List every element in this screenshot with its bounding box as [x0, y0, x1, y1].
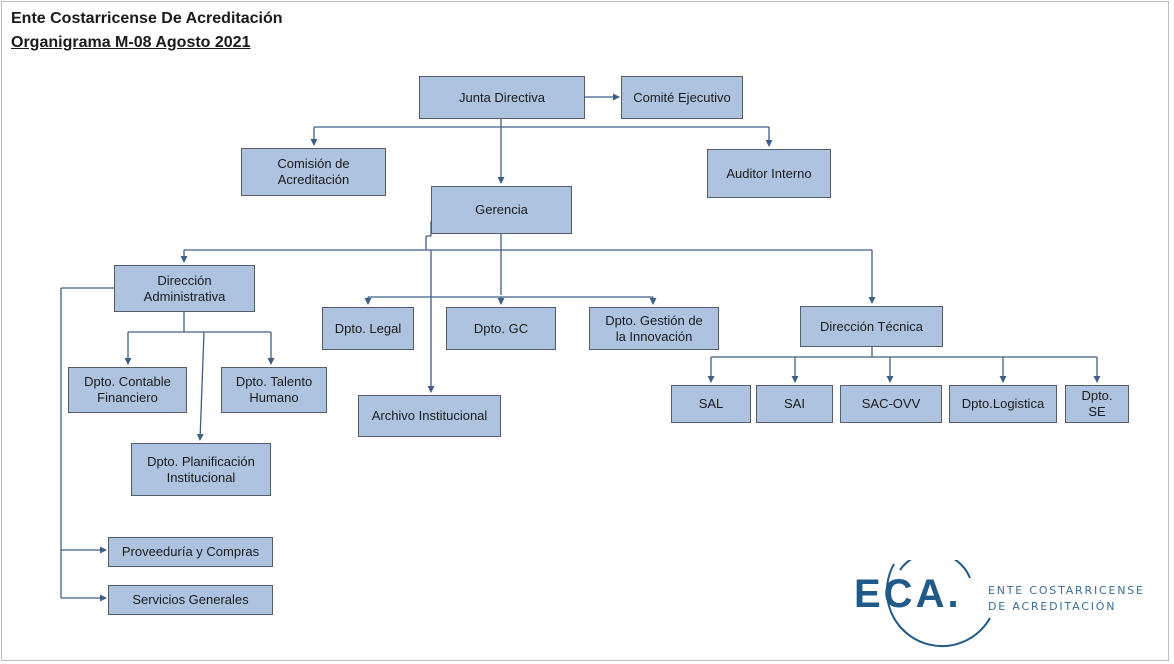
box-comision-acreditacion: Comisión de Acreditación [241, 148, 386, 196]
box-auditor-interno: Auditor Interno [707, 149, 831, 198]
box-sal: SAL [671, 385, 751, 423]
box-dpto-planificacion-institucional: Dpto. Planificación Institucional [131, 443, 271, 496]
box-sai: SAI [756, 385, 833, 423]
box-dpto-se: Dpto. SE [1065, 385, 1129, 423]
eca-logo: ECA. ENTE COSTARRICENSE DE ACREDITACIÓN [852, 560, 1172, 664]
box-dpto-gestion-innovacion: Dpto. Gestión de la Innovación [589, 307, 719, 350]
logo-line-1: ENTE COSTARRICENSE [988, 584, 1145, 597]
logo-mark: ECA. [854, 572, 962, 616]
box-servicios-generales: Servicios Generales [108, 585, 273, 615]
box-comite-ejecutivo: Comité Ejecutivo [621, 76, 743, 119]
chart-subtitle: Organigrama M-08 Agosto 2021 [11, 34, 251, 51]
box-dpto-talento-humano: Dpto. Talento Humano [221, 367, 327, 413]
organization-title: Ente Costarricense De Acreditación [11, 10, 283, 27]
box-dpto-legal: Dpto. Legal [322, 307, 414, 350]
logo-line-2: DE ACREDITACIÓN [988, 600, 1117, 613]
box-sac-ovv: SAC-OVV [840, 385, 942, 423]
box-direccion-tecnica: Dirección Técnica [800, 306, 943, 347]
logo-swoosh [885, 560, 991, 648]
box-junta-directiva: Junta Directiva [419, 76, 585, 119]
box-direccion-administrativa: Dirección Administrativa [114, 265, 255, 312]
box-gerencia: Gerencia [431, 186, 572, 234]
box-dpto-contable-financiero: Dpto. Contable Financiero [68, 367, 187, 413]
box-archivo-institucional: Archivo Institucional [358, 395, 501, 437]
box-dpto-logistica: Dpto.Logistica [949, 385, 1057, 423]
box-dpto-gc: Dpto. GC [446, 307, 556, 350]
box-proveeduria-compras: Proveeduría y Compras [108, 537, 273, 567]
